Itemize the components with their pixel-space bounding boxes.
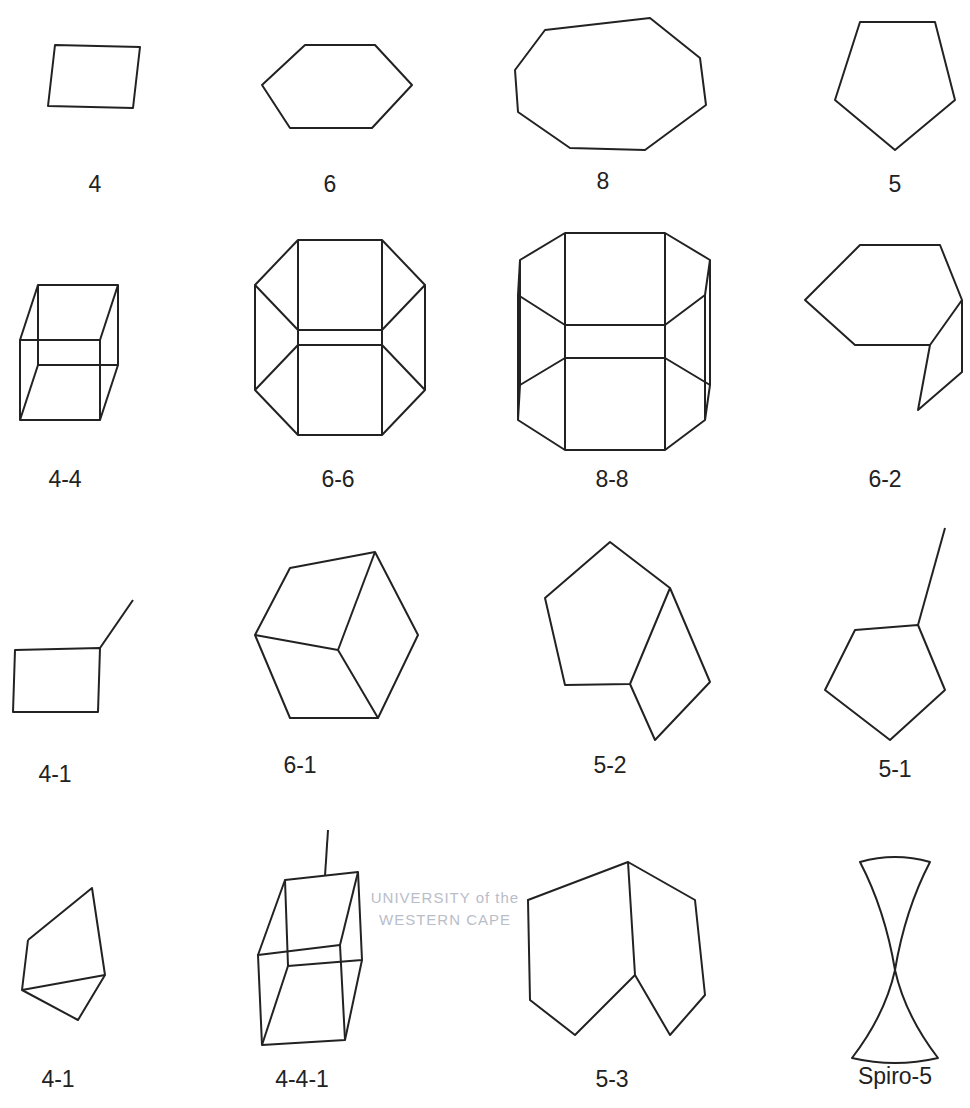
- five-one-unit: [825, 528, 945, 740]
- unit-label: 5-1: [878, 757, 911, 782]
- four-one-unit: [13, 600, 133, 712]
- four-four-one-unit: [258, 830, 362, 1045]
- unit-label: 5: [889, 172, 902, 197]
- double-four-ring: [20, 285, 118, 420]
- unit-label: 4-1: [41, 1067, 74, 1092]
- six-ring: [262, 45, 412, 128]
- double-six-ring: [255, 240, 425, 435]
- unit-label: 5-3: [595, 1067, 628, 1092]
- unit-label: 4: [89, 172, 102, 197]
- five-three-unit: [528, 862, 705, 1035]
- unit-label: 8-8: [595, 467, 628, 492]
- double-eight-ring: [518, 233, 710, 450]
- unit-label: 5-2: [593, 753, 626, 778]
- unit-label: 6-6: [321, 467, 354, 492]
- eight-ring: [515, 18, 706, 150]
- watermark: WESTERN CAPE: [379, 912, 511, 929]
- six-two-unit: [805, 245, 962, 410]
- unit-label: Spiro-5: [858, 1064, 932, 1089]
- six-one-unit: [255, 552, 418, 718]
- unit-label: 6-1: [283, 753, 316, 778]
- unit-label: 4-4: [48, 467, 81, 492]
- unit-label: 6-2: [868, 467, 901, 492]
- unit-label: 4-4-1: [275, 1067, 329, 1092]
- spiro-five-unit: [852, 857, 938, 1063]
- unit-label: 8: [597, 169, 610, 194]
- watermark: UNIVERSITY of the: [371, 890, 519, 907]
- five-ring: [835, 22, 955, 150]
- unit-label: 4-1: [38, 762, 71, 787]
- five-two-unit: [545, 542, 710, 740]
- four-ring: [48, 45, 140, 108]
- four-one-unit: [22, 888, 105, 1020]
- unit-label: 6: [324, 172, 337, 197]
